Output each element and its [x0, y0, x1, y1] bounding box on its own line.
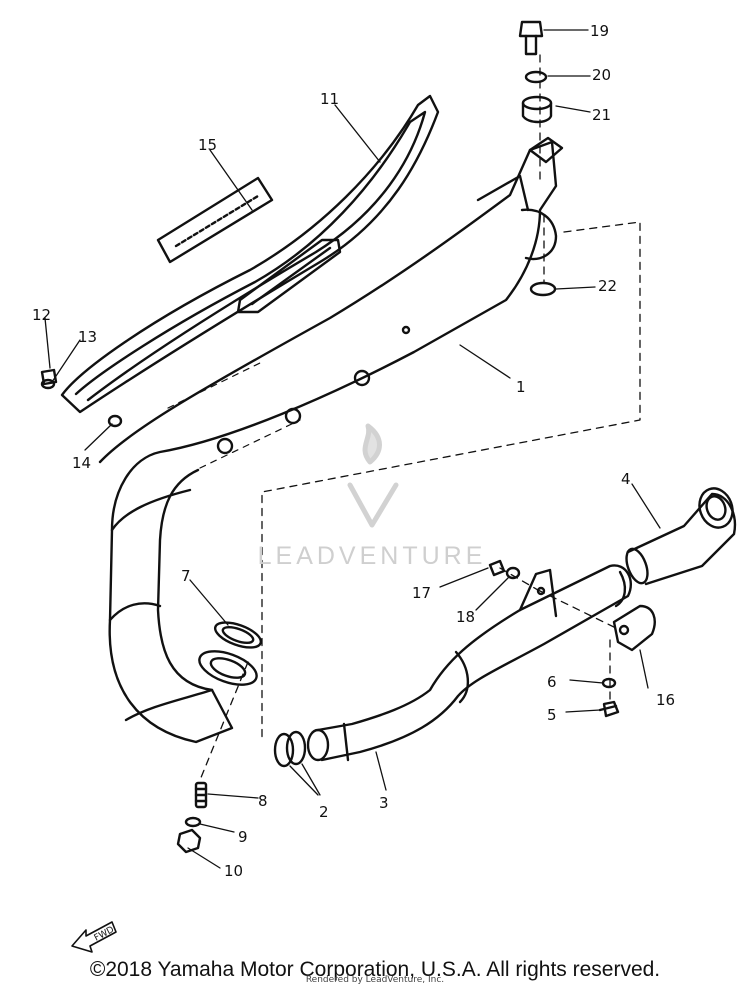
callout-14: 14: [72, 454, 91, 472]
callout-21: 21: [592, 106, 611, 124]
silencer: [306, 564, 633, 762]
callout-4: 4: [621, 470, 631, 488]
callout-7: 7: [181, 567, 191, 585]
expansion-chamber: [98, 136, 564, 744]
exhaust-flange: [198, 621, 263, 686]
nut-18: [505, 566, 521, 580]
callout-16: 16: [656, 691, 675, 709]
washer-14: [107, 414, 123, 428]
callout-8: 8: [258, 792, 268, 810]
callout-20: 20: [592, 66, 611, 84]
fwd-arrow-icon: [71, 921, 117, 953]
bolt-17: [488, 559, 506, 577]
flange-nut: [176, 828, 202, 854]
callout-19: 19: [590, 22, 609, 40]
leader-lines: [44, 29, 661, 869]
spring-washer: [184, 816, 202, 828]
bolt-12: [40, 368, 58, 386]
fwd-label: FWD: [93, 925, 116, 944]
rendered-by-notice: Rendered by LeadVenture, Inc.: [305, 975, 445, 985]
callout-15: 15: [198, 136, 217, 154]
stud-bolt: [194, 781, 208, 809]
collar-22: [529, 281, 557, 297]
callout-18: 18: [456, 608, 475, 626]
callout-3: 3: [379, 794, 389, 812]
callout-13: 13: [78, 328, 97, 346]
callout-2: 2: [319, 803, 329, 821]
heat-shield-gasket: [60, 94, 440, 414]
callout-10: 10: [224, 862, 243, 880]
callout-22: 22: [598, 277, 617, 295]
callout-12: 12: [32, 306, 51, 324]
callout-6: 6: [547, 673, 557, 691]
leadventure-logo-icon: [347, 423, 399, 528]
bolt-5: [598, 700, 620, 718]
washer-13: [40, 378, 56, 390]
washer-6: [601, 677, 617, 689]
watermark-text: LEADVENTURE: [258, 542, 487, 570]
callout-5: 5: [547, 706, 557, 724]
callout-1: 1: [516, 378, 526, 396]
silencer-bracket: [612, 604, 656, 652]
callout-9: 9: [238, 828, 248, 846]
warning-label: [156, 176, 274, 264]
callout-17: 17: [412, 584, 431, 602]
copyright-notice: ©2018 Yamaha Motor Corporation, U.S.A. A…: [89, 958, 661, 981]
assembly-guide-lines: [199, 54, 641, 781]
callout-11: 11: [320, 90, 339, 108]
washer-20: [524, 70, 548, 84]
damper-21: [521, 95, 553, 124]
bolt-19: [518, 20, 544, 56]
tail-pipe: [625, 487, 737, 586]
o-rings: [273, 730, 307, 768]
